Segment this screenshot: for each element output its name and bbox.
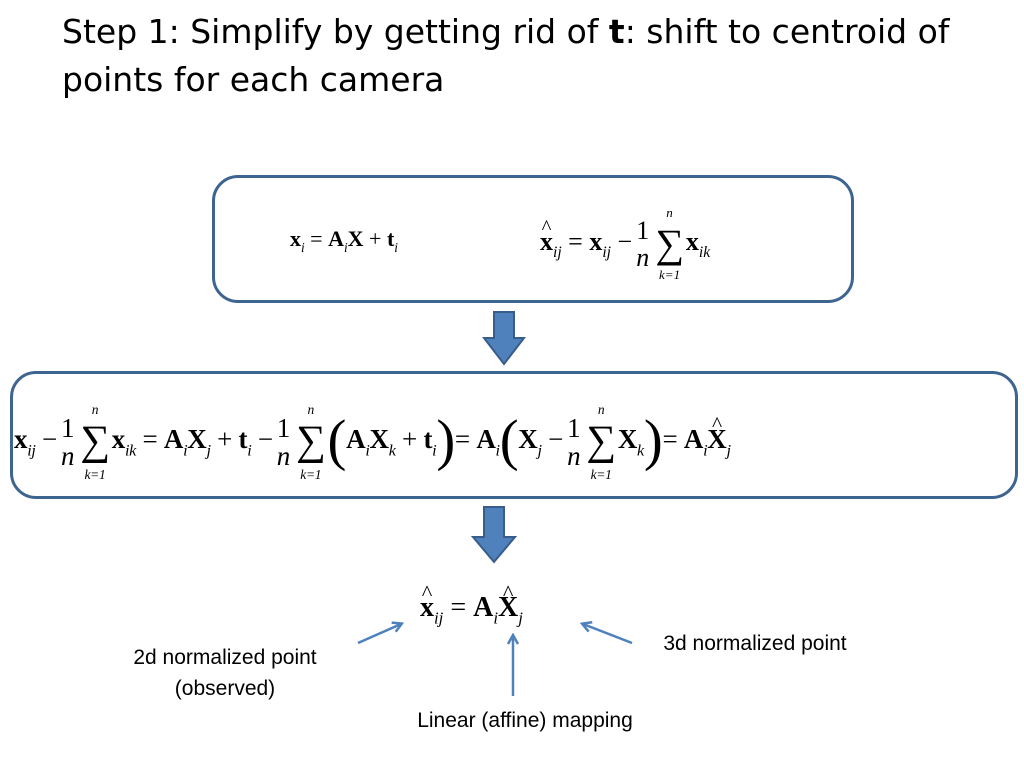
title-line2: points for each camera xyxy=(62,60,445,99)
label-bottom-text: Linear (affine) mapping xyxy=(417,709,633,732)
label-right-text: 3d normalized point xyxy=(663,632,847,655)
label-3d-normalized-point: 3d normalized point xyxy=(630,632,880,656)
slide-title: Step 1: Simplify by getting rid of t: sh… xyxy=(62,8,1002,104)
title-line1-post: : shift to centroid of xyxy=(624,12,950,51)
middle-equation-box xyxy=(10,371,1018,499)
equation-bottom: xij = AiXj xyxy=(420,592,523,629)
label-left-line1: 2d normalized point xyxy=(133,646,317,669)
title-line1-bold: t xyxy=(608,12,625,51)
pointer-arrow-right xyxy=(583,624,633,645)
label-left-line2: (observed) xyxy=(174,677,276,700)
title-line1-pre: Step 1: Simplify by getting rid of xyxy=(62,12,609,51)
block-arrow-down-2 xyxy=(470,506,518,564)
block-arrow-down-1 xyxy=(481,311,527,366)
equation-top-left: xi = AiX + ti xyxy=(290,226,398,255)
label-2d-normalized-point: 2d normalized point (observed) xyxy=(100,642,350,704)
top-equation-box xyxy=(212,175,854,303)
pointer-arrow-left xyxy=(357,624,401,645)
label-linear-mapping: Linear (affine) mapping xyxy=(380,709,670,733)
